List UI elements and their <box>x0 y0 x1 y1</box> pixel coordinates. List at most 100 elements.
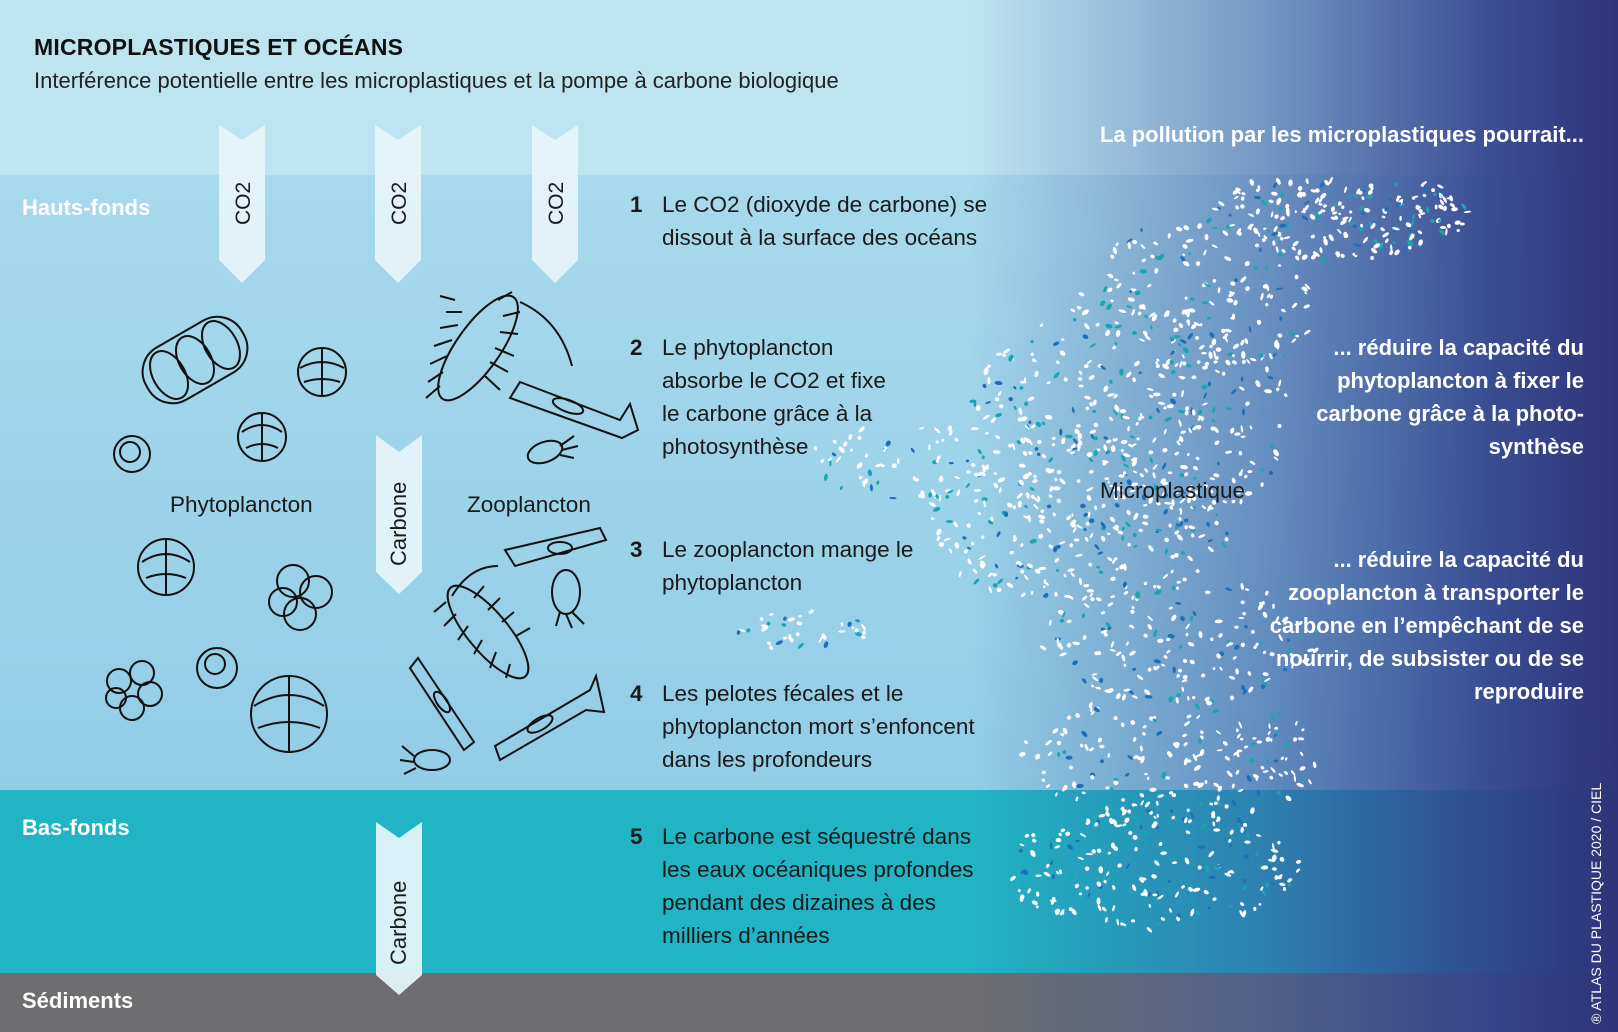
microplastic-particle <box>1013 385 1017 389</box>
microplastic-particle <box>840 622 844 627</box>
microplastic-particle <box>1082 791 1086 794</box>
microplastic-particle <box>1153 584 1157 588</box>
microplastic-particle <box>1142 521 1149 526</box>
microplastic-particle <box>1240 738 1244 741</box>
microplastic-particle <box>1279 316 1282 321</box>
microplastic-particle <box>1127 242 1131 250</box>
microplastic-particle <box>1122 463 1129 469</box>
microplastic-particle <box>1182 658 1188 664</box>
microplastic-particle <box>1065 434 1073 438</box>
microplastic-particle <box>1212 227 1218 230</box>
microplastic-particle <box>1231 359 1238 365</box>
microplastic-particle <box>1019 843 1024 847</box>
microplastic-particle <box>1133 470 1138 474</box>
microplastic-particle <box>1192 465 1198 471</box>
microplastic-particle <box>1233 195 1239 199</box>
microplastic-particle <box>992 482 999 489</box>
microplastic-particle <box>1224 359 1231 366</box>
microplastic-particle <box>1319 247 1323 253</box>
microplastic-particle <box>1054 592 1058 597</box>
microplastic-particle <box>1078 291 1085 297</box>
microplastic-particle <box>1140 825 1143 830</box>
diatom-cluster-icon <box>269 565 332 630</box>
microplastic-particle <box>1247 671 1252 677</box>
microplastic-particle <box>1059 349 1067 357</box>
microplastic-particle <box>787 617 795 622</box>
microplastic-particle <box>1190 616 1193 622</box>
zooplankton-illustrations <box>400 285 638 774</box>
microplastic-particle <box>1139 529 1143 532</box>
microplastic-particle <box>1260 684 1265 690</box>
microplastic-particle <box>1141 258 1147 263</box>
microplastic-particle <box>1349 210 1352 213</box>
microplastic-particle <box>1182 733 1188 738</box>
microplastic-particle <box>1263 770 1269 774</box>
microplastic-particle <box>1272 352 1277 358</box>
microplastic-particle <box>1203 249 1207 256</box>
microplastic-particle <box>966 523 972 529</box>
microplastic-particle <box>1248 326 1251 333</box>
microplastic-particle <box>1106 871 1110 876</box>
microplastic-particle <box>1184 410 1189 416</box>
microplastic-particle <box>973 499 978 504</box>
microplastic-particle <box>1132 667 1137 671</box>
microplastic-particle <box>1208 382 1211 386</box>
microplastic-particle <box>1166 649 1171 654</box>
microplastic-particle <box>1148 904 1151 908</box>
microplastic-particle <box>982 455 985 459</box>
microplastic-particle <box>1088 562 1093 567</box>
microplastic-particle <box>1066 756 1073 760</box>
microplastic-particle <box>1018 407 1023 415</box>
microplastic-particle <box>1169 397 1177 405</box>
microplastic-particle <box>1053 371 1061 379</box>
microplastic-particle <box>1160 916 1166 921</box>
microplastic-particle <box>1147 387 1154 391</box>
microplastic-particle <box>1133 360 1141 367</box>
microplastic-particle <box>935 428 941 434</box>
microplastic-particle <box>1098 570 1103 574</box>
microplastic-particle <box>1103 436 1109 441</box>
microplastic-particle <box>1274 214 1280 220</box>
microplastic-particle <box>1208 351 1213 359</box>
microplastic-particle <box>1155 730 1163 737</box>
microplastic-particle <box>1152 437 1157 444</box>
microplastic-particle <box>1075 524 1082 529</box>
microplastic-particle <box>1078 370 1083 375</box>
microplastic-particle <box>1076 305 1081 309</box>
microplastic-particle <box>1260 482 1264 487</box>
microplastic-particle <box>1051 836 1056 841</box>
microplastic-particle <box>1127 543 1130 547</box>
microplastic-particle <box>1158 372 1166 379</box>
microplastic-particle <box>1464 210 1472 213</box>
microplastic-particle <box>1222 740 1229 747</box>
microplastic-particle <box>1103 879 1108 883</box>
microplastic-particle <box>1267 731 1271 736</box>
microplastic-particle <box>1388 250 1394 256</box>
microplastic-particle <box>781 623 786 627</box>
microplastic-particle <box>1185 406 1190 411</box>
microplastic-particle <box>1161 462 1167 470</box>
microplastic-particle <box>1008 397 1013 402</box>
microplastic-particle <box>1246 358 1251 364</box>
microplastic-particle <box>1101 906 1107 912</box>
microplastic-particle <box>1098 813 1106 818</box>
microplastic-particle <box>1260 468 1265 472</box>
microplastic-particle <box>1130 609 1136 615</box>
microplastic-particle <box>1125 641 1129 646</box>
microplastic-particle <box>1066 715 1072 721</box>
microplastic-particle <box>1283 354 1286 358</box>
microplastic-particle <box>1119 368 1124 376</box>
microplastic-particle <box>1199 801 1203 807</box>
microplastic-particle <box>1295 210 1297 213</box>
microplastic-particle <box>1270 881 1275 885</box>
microplastic-particle <box>1422 193 1427 197</box>
microplastic-particle <box>1187 332 1195 340</box>
microplastic-particle <box>1381 215 1385 219</box>
microplastic-particle <box>1460 223 1465 226</box>
microplastic-particle <box>870 484 873 491</box>
microplastic-particle <box>1290 770 1296 776</box>
microplastic-particle <box>1294 274 1298 279</box>
microplastic-particle <box>1430 218 1435 223</box>
microplastic-particle <box>1250 742 1256 748</box>
